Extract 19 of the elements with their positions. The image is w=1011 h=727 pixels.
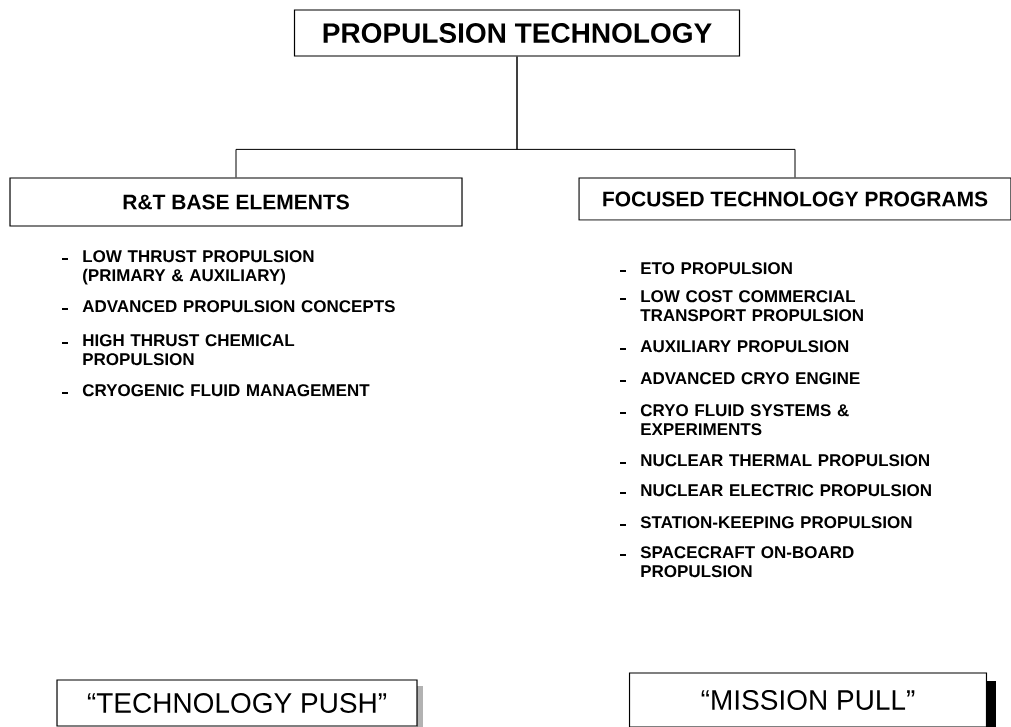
list-item: ADVANCED CRYO ENGINE bbox=[640, 372, 860, 385]
list-item: LOW COST COMMERCIAL TRANSPORT PROPULSION bbox=[640, 290, 863, 322]
list-item: NUCLEAR ELECTRIC PROPULSION bbox=[641, 484, 931, 497]
list-item: ADVANCED PROPULSION CONCEPTS bbox=[82, 300, 395, 313]
slogan-box: “TECHNOLOGY PUSH” bbox=[56, 679, 423, 727]
slogan-box: “MISSION PULL” bbox=[628, 672, 996, 727]
list-item: LOW THRUST PROPULSION (PRIMARY & AUXILIARY) bbox=[83, 250, 314, 285]
list-item: STATION-KEEPING PROPULSION bbox=[640, 516, 912, 529]
category-box: FOCUSED TECHNOLOGY PROGRAMS bbox=[578, 177, 1011, 221]
list-item: CRYO FLUID SYSTEMS & EXPERIMENTS bbox=[640, 404, 849, 436]
list-item: NUCLEAR THERMAL PROPULSION bbox=[641, 454, 929, 467]
list-item: HIGH THRUST CHEMICAL PROPULSION bbox=[83, 334, 295, 366]
category-box: R&T BASE ELEMENTS bbox=[9, 177, 463, 227]
list-item: ETO PROPULSION bbox=[641, 262, 792, 275]
list-item: CRYOGENIC FLUID MANAGEMENT bbox=[82, 384, 370, 397]
connector-line bbox=[516, 56, 796, 178]
list-item: SPACECRAFT ON-BOARD PROPULSION bbox=[640, 546, 854, 578]
heading-box: PROPULSION TECHNOLOGY bbox=[293, 9, 741, 57]
list-item: AUXILIARY PROPULSION bbox=[640, 340, 849, 353]
